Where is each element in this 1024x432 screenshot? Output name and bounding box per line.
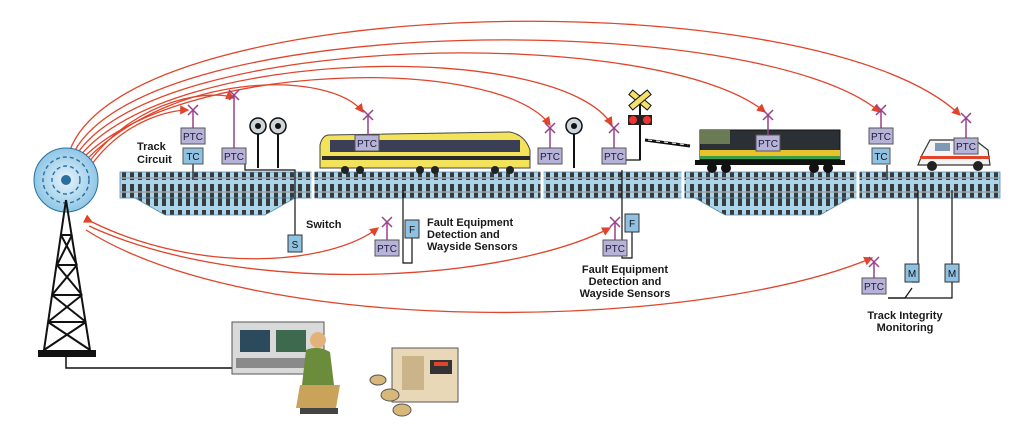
antenna-icon (187, 104, 199, 128)
link-to-fault-b (88, 225, 612, 276)
antenna-icon (762, 109, 774, 135)
link-to-locomotive (76, 52, 767, 155)
antenna-icon (544, 122, 556, 148)
ptc-box: PTC (537, 147, 563, 165)
monitor-box: M (904, 263, 920, 283)
railroad-track (119, 168, 1001, 216)
ptc-box: PTC (601, 147, 627, 165)
ptc-boxes: PTC PTC PTC PTC PTC PTC PTC PTC PTC PTC … (180, 127, 979, 295)
track-integrity-label: Track Integrity (867, 310, 943, 322)
fault-box: F (624, 213, 640, 233)
svg-text:M: M (948, 269, 956, 280)
link-to-tc-left (91, 105, 190, 165)
track-integrity-label: Monitoring (877, 322, 934, 334)
svg-text:S: S (292, 240, 299, 251)
link-to-train (85, 84, 364, 161)
svg-text:TC: TC (874, 152, 887, 163)
ptc-box: PTC (374, 239, 400, 257)
monitor-box: M (944, 263, 960, 283)
tower-lattice-icon (43, 199, 91, 351)
antenna-icon (875, 104, 887, 128)
svg-text:M: M (908, 269, 916, 280)
svg-text:PTC: PTC (183, 132, 203, 143)
ptc-box: PTC (868, 127, 894, 145)
track-circuit-label: Track (137, 141, 167, 153)
ptc-box: PTC (861, 277, 887, 295)
link-to-crossing (79, 65, 613, 157)
svg-text:PTC: PTC (605, 244, 625, 255)
link-to-fault-a (82, 214, 380, 260)
dispatcher-person-icon (296, 332, 340, 414)
antenna-icon (868, 256, 880, 278)
svg-text:PTC: PTC (357, 139, 377, 150)
dispatch-console-icon (231, 321, 325, 375)
svg-text:TC: TC (186, 152, 199, 163)
signal-mast-middle (565, 117, 583, 168)
fault-box: F (404, 219, 420, 239)
link-to-tc-right (73, 39, 881, 153)
svg-text:F: F (629, 219, 635, 230)
svg-text:PTC: PTC (224, 152, 244, 163)
antenna-icon (362, 109, 374, 135)
svg-text:PTC: PTC (540, 152, 560, 163)
fault-detection-label: Fault Equipment (427, 217, 514, 229)
signal-mast-left (249, 117, 287, 168)
antenna-icon (960, 112, 972, 138)
tc-box: TC (182, 147, 204, 165)
antenna-icon (609, 216, 621, 240)
antenna-icon (608, 122, 620, 148)
tape-reels-icon (369, 374, 412, 417)
svg-text:PTC: PTC (758, 139, 778, 150)
svg-text:PTC: PTC (871, 132, 891, 143)
antennas (187, 89, 972, 278)
passenger-train-icon (319, 131, 531, 174)
switch-label: Switch (306, 219, 342, 231)
svg-text:PTC: PTC (377, 244, 397, 255)
svg-text:PTC: PTC (864, 282, 884, 293)
svg-text:PTC: PTC (604, 152, 624, 163)
ptc-box: PTC (221, 147, 247, 165)
antenna-icon (381, 216, 393, 240)
link-to-signal-left (88, 90, 236, 163)
grade-crossing-icon (628, 89, 691, 160)
fault-detection-label: Fault Equipment (582, 264, 669, 276)
link-to-vehicle (62, 20, 961, 159)
fault-detection-label: Wayside Sensors (580, 288, 671, 300)
fault-detection-label: Wayside Sensors (427, 241, 518, 253)
svg-text:PTC: PTC (956, 142, 976, 153)
ptc-box: PTC (354, 134, 380, 152)
svg-text:F: F (409, 225, 415, 236)
fault-detection-label: Detection and (589, 276, 662, 288)
track-circuit-label: Circuit (137, 154, 172, 166)
backhaul-line (65, 357, 235, 369)
ptc-box: PTC (755, 134, 781, 152)
tc-box: TC (871, 147, 891, 165)
ptc-box: PTC (180, 127, 206, 145)
server-cabinet-icon (391, 347, 459, 403)
ptc-box: PTC (953, 137, 979, 155)
comm-links (62, 20, 961, 314)
antenna-icon (228, 89, 240, 148)
radio-tower (33, 147, 99, 357)
switch-box: S (287, 234, 303, 253)
fault-detection-label: Detection and (427, 229, 500, 241)
ptc-box: PTC (602, 239, 628, 257)
link-to-integrity (85, 229, 874, 314)
